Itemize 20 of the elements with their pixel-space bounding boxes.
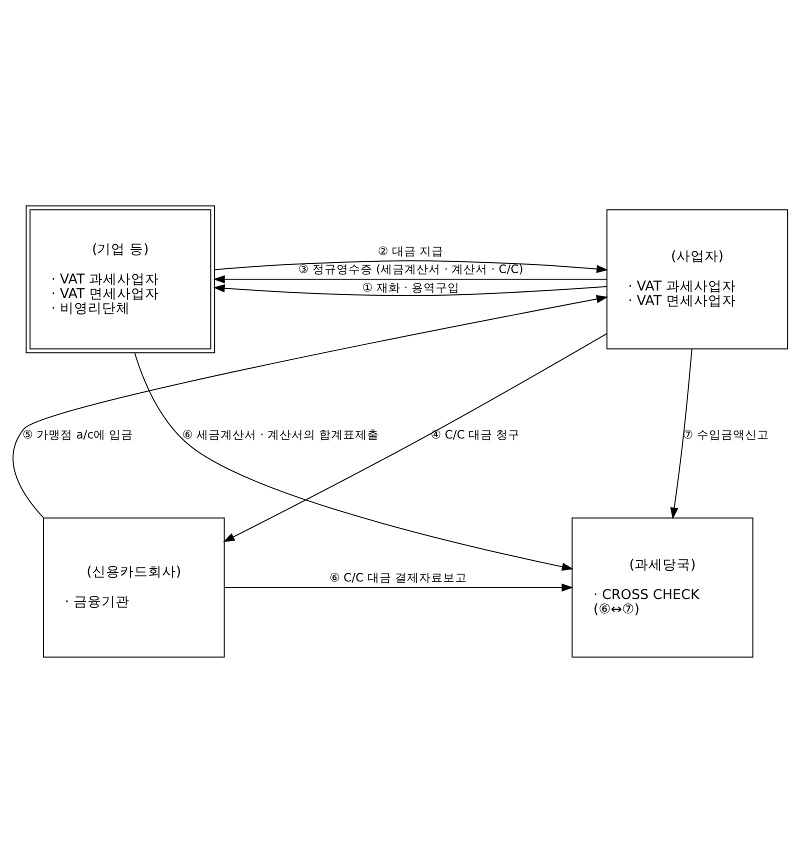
node-box: (과세당국) · CROSS CHECK (⑥↔⑦): [572, 518, 754, 658]
node-box: (신용카드회사) · 금융기관: [43, 518, 225, 658]
arrow: [224, 584, 574, 592]
edge-label: ⑤ 가맹점 a/c에 입금: [22, 427, 134, 442]
arrow: [223, 333, 608, 542]
arrow: [12, 295, 608, 518]
edge-label: ② 대금 지급: [378, 244, 444, 258]
arrow: [214, 260, 608, 274]
edge-label: ① 재화 · 용역구입: [362, 280, 460, 294]
edge-label: ⑥ C/C 대금 결제자료보고: [329, 570, 467, 584]
node-box: (사업자) · VAT 과세사업자 · VAT 면세사업자: [606, 209, 788, 350]
edge-label: ⑥ 세금계산서 · 계산서의 합계표제출: [182, 427, 380, 442]
arrow: [213, 284, 608, 296]
arrow: [670, 348, 692, 520]
edge-label: ③ 정규영수증 (세금계산서 · 계산서 · C/C): [298, 262, 524, 276]
edge-label: ④ C/C 대금 청구: [430, 427, 520, 442]
edge-label: ⑦ 수입금액신고: [682, 427, 769, 442]
arrow: [213, 275, 608, 284]
node-box: (기업 등) · VAT 과세사업자 · VAT 면세사업자 · 비영리단체: [26, 205, 216, 354]
arrow: [134, 352, 574, 571]
